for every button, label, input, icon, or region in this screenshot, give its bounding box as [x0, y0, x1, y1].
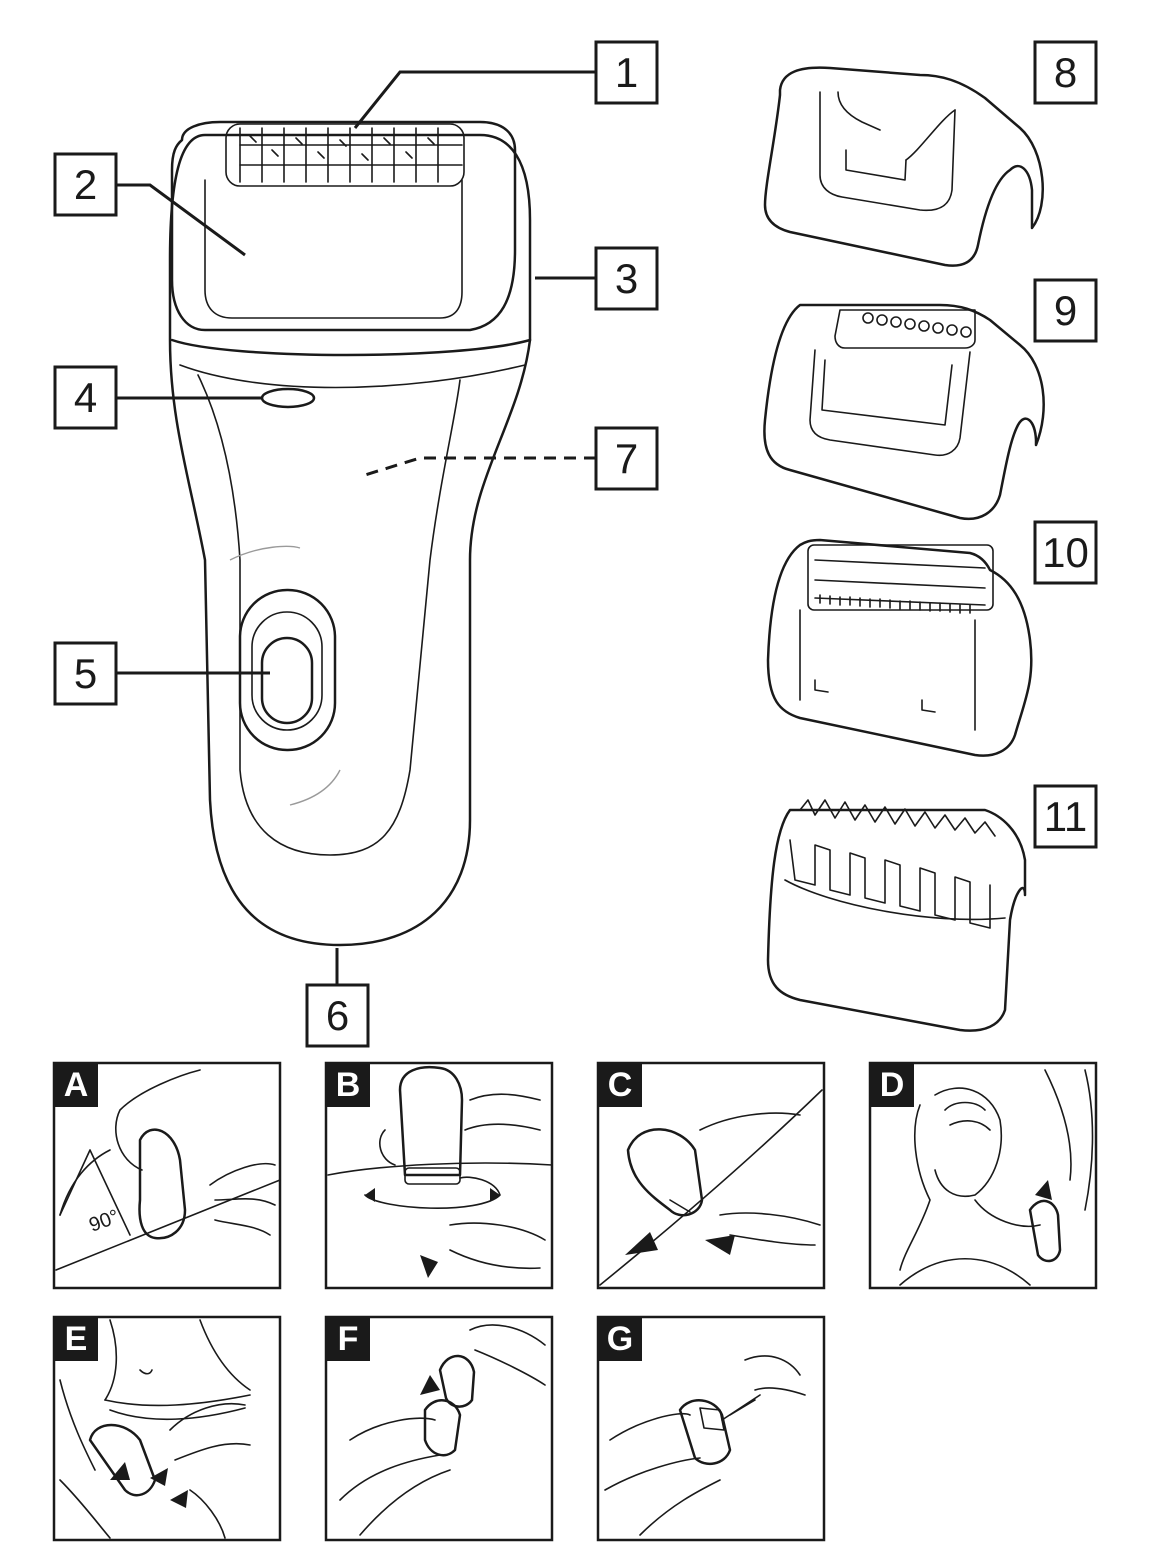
label-2: 2	[53, 152, 118, 217]
label-7: 7	[594, 426, 659, 491]
label-10: 10	[1033, 520, 1098, 585]
epilator-device-icon	[168, 120, 532, 947]
svg-text:11: 11	[1044, 793, 1088, 840]
label-11: 11	[1033, 784, 1098, 849]
panel-a: A 90°	[52, 1061, 282, 1290]
trimmer-comb-icon	[766, 799, 1027, 1032]
massage-cap-icon	[763, 303, 1045, 521]
svg-text:10: 10	[1042, 529, 1089, 576]
on-off-switch	[229, 545, 341, 806]
shaver-head-icon	[766, 538, 1033, 757]
label-8: 8	[1033, 40, 1098, 105]
svg-text:1: 1	[615, 49, 638, 96]
svg-text:D: D	[880, 1066, 905, 1104]
svg-text:4: 4	[74, 374, 97, 421]
svg-text:E: E	[65, 1320, 88, 1358]
svg-text:2: 2	[74, 161, 97, 208]
panel-g: G	[596, 1315, 826, 1542]
epilating-head-rollers	[225, 123, 465, 187]
label-1: 1	[594, 40, 659, 105]
light-indicator	[260, 387, 316, 409]
leader-lines	[116, 70, 596, 985]
svg-text:G: G	[607, 1320, 633, 1358]
panel-c: C	[596, 1061, 826, 1290]
label-6: 6	[305, 983, 370, 1048]
label-9: 9	[1033, 278, 1098, 343]
svg-text:7: 7	[615, 435, 638, 482]
svg-text:B: B	[336, 1066, 361, 1104]
massage-nubs	[862, 312, 972, 338]
label-5: 5	[53, 641, 118, 706]
label-4: 4	[53, 365, 118, 430]
svg-text:5: 5	[74, 650, 97, 697]
svg-text:3: 3	[615, 255, 638, 302]
sensitive-cap-icon	[763, 66, 1044, 267]
svg-text:9: 9	[1054, 287, 1077, 334]
svg-text:A: A	[64, 1066, 89, 1104]
label-3: 3	[594, 246, 659, 311]
svg-text:C: C	[608, 1066, 633, 1104]
panel-e: E	[52, 1315, 282, 1542]
panel-b: B	[324, 1061, 554, 1290]
svg-text:6: 6	[326, 992, 349, 1039]
panel-f: F	[324, 1315, 554, 1542]
panel-d: D	[868, 1061, 1098, 1290]
svg-text:F: F	[338, 1320, 359, 1358]
svg-text:8: 8	[1054, 49, 1077, 96]
